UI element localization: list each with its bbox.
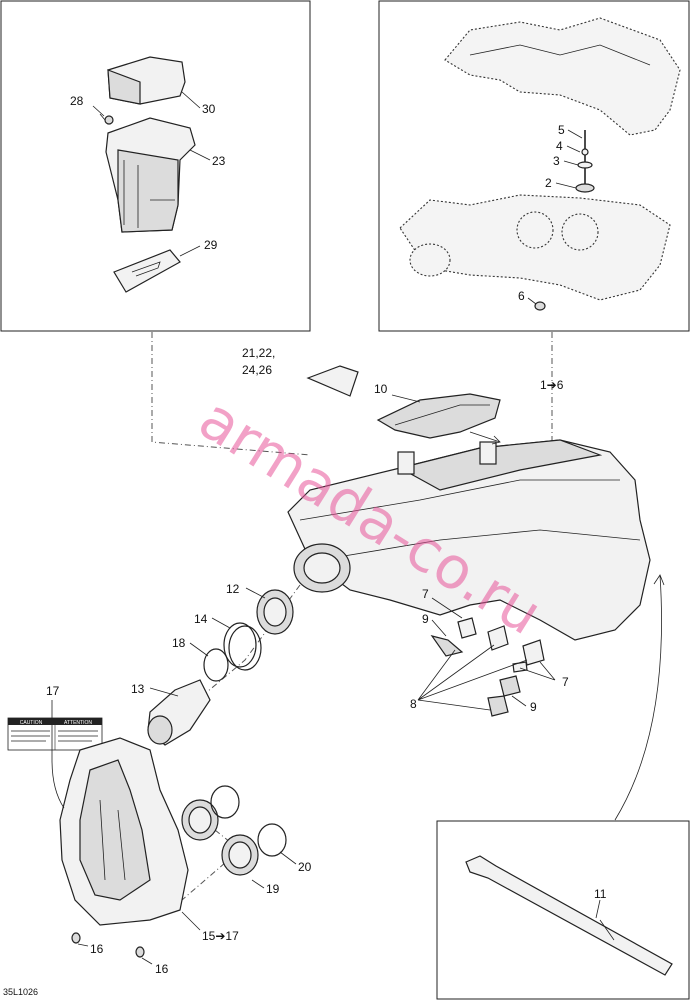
- callout-19: 19: [266, 882, 280, 896]
- lower-housing-part-15: [59, 737, 189, 926]
- callout-30: 30: [202, 102, 216, 116]
- curved-arrow-strap: [614, 574, 665, 821]
- arrow-to-body-10: [469, 431, 501, 445]
- main-silencer-body: [287, 439, 651, 641]
- callout-21-line2: 24,26: [242, 363, 272, 377]
- top-right-inset-frame: [378, 0, 690, 332]
- tag-part-29: [113, 249, 181, 293]
- leader-30: [181, 91, 201, 109]
- callout-16a: 16: [90, 942, 104, 956]
- callout-29: 29: [204, 238, 218, 252]
- callout-2: 2: [545, 176, 552, 190]
- leader-10: [391, 394, 421, 403]
- callout-3: 3: [553, 154, 560, 168]
- nut-part-6: [534, 301, 546, 311]
- leader-2: [555, 182, 577, 189]
- callout-8: 8: [410, 697, 417, 711]
- screw-part-28: [99, 113, 114, 125]
- callout-20: 20: [298, 860, 312, 874]
- attention-text: ATTENTION: [64, 720, 92, 726]
- decal-part-21: [306, 365, 359, 397]
- leader-17: [51, 700, 65, 809]
- callout-9-bottom: 9: [530, 700, 537, 714]
- bracket-part-23: [105, 117, 196, 233]
- callout-13: 13: [131, 682, 145, 696]
- leader-16b: [141, 957, 153, 965]
- leader-7-top: [431, 597, 463, 619]
- leader-28: [92, 105, 105, 117]
- lower-silencer-half: [399, 194, 671, 301]
- intake-mouth: [293, 543, 351, 593]
- callout-15-17: 15➔17: [202, 929, 239, 943]
- caution-text: CAUTION: [20, 720, 43, 726]
- dashed-line-19-20: [181, 829, 241, 901]
- callout-18: 18: [172, 636, 186, 650]
- cover-part-10: [376, 393, 501, 439]
- upper-silencer-half: [444, 17, 681, 136]
- boots-19-20: [181, 785, 287, 876]
- leader-11: [595, 899, 601, 919]
- leader-29: [179, 245, 201, 257]
- callout-12: 12: [226, 582, 240, 596]
- leader-15-17: [181, 911, 201, 931]
- callout-7-top: 7: [422, 587, 429, 601]
- leader-7-bottom: [519, 661, 556, 681]
- callout-10: 10: [374, 382, 388, 396]
- bottom-right-inset-frame: [436, 820, 690, 1000]
- leader-8: [417, 644, 528, 711]
- stud-hardware-2-5: [575, 130, 595, 193]
- callout-4: 4: [556, 139, 563, 153]
- callout-23: 23: [212, 154, 226, 168]
- leader-12: [245, 587, 266, 599]
- callout-21-line1: 21,22,: [242, 346, 275, 360]
- leader-9-bottom: [511, 695, 527, 707]
- callout-14: 14: [194, 612, 208, 626]
- leader-20: [279, 851, 297, 865]
- callout-5: 5: [558, 123, 565, 137]
- leader-3: [563, 160, 579, 166]
- leader-6: [527, 297, 537, 305]
- callout-9-top: 9: [422, 612, 429, 626]
- leader-19: [251, 879, 265, 889]
- dashed-line-left-inset: [151, 332, 311, 456]
- adaptor-part-13: [147, 679, 211, 746]
- leader-13: [149, 687, 179, 697]
- reference-code: 35L1026: [3, 987, 38, 997]
- oring-part-18: [203, 648, 229, 682]
- seal-part-12: [256, 589, 294, 635]
- callout-6: 6: [518, 289, 525, 303]
- callout-16b: 16: [155, 962, 169, 976]
- top-left-inset-frame: [0, 0, 311, 332]
- leader-4: [566, 145, 581, 153]
- leader-16a: [77, 943, 89, 947]
- callout-1-6: 1➔6: [540, 378, 564, 392]
- callout-11: 11: [594, 887, 607, 901]
- grommets-16: [71, 932, 145, 958]
- leader-5: [567, 129, 583, 139]
- callout-28: 28: [70, 94, 84, 108]
- cover-part-30: [107, 56, 186, 105]
- leader-9-top: [431, 619, 447, 637]
- leader-23: [189, 149, 211, 161]
- tie-strap-part-11: [465, 855, 673, 976]
- caution-label-sticker: [7, 717, 103, 751]
- retaining-clips-7: [457, 617, 545, 673]
- clamp-part-14: [223, 622, 262, 671]
- leader-18: [189, 642, 209, 657]
- leader-14: [211, 617, 231, 629]
- callout-17: 17: [46, 684, 60, 698]
- callout-7-bottom: 7: [562, 675, 569, 689]
